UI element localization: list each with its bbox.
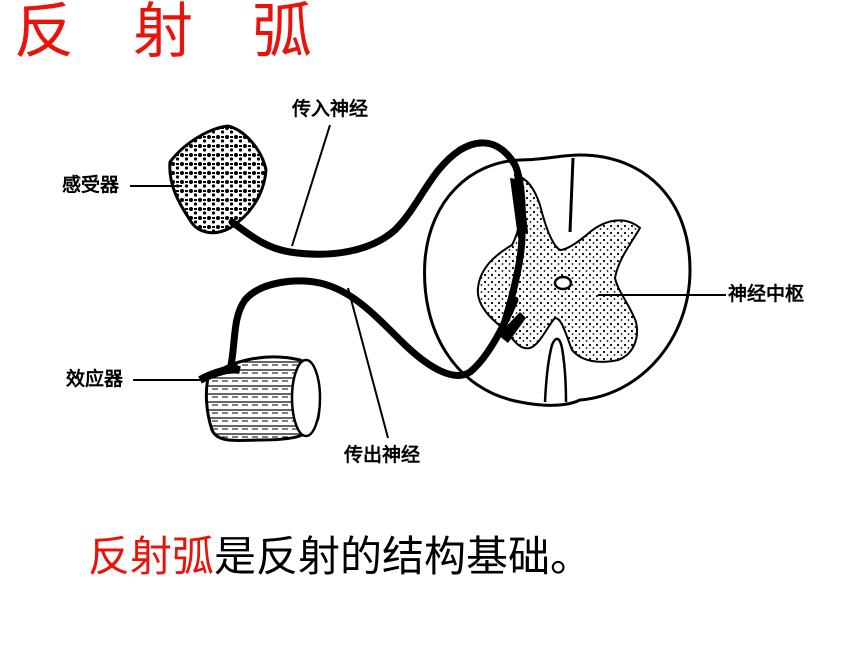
afferent-nerve-label: 传入神经	[292, 98, 369, 120]
efferent-nerve-label: 传出神经	[344, 444, 421, 466]
caption: 反射弧是反射的结构基础。	[88, 532, 592, 582]
effector	[198, 355, 322, 443]
effector-label: 效应器	[66, 368, 124, 390]
afferent-nerve-path	[228, 139, 526, 334]
leader-lines	[130, 124, 726, 439]
nerve-center-label: 神经中枢	[728, 283, 805, 305]
spinal-cord-section	[423, 153, 692, 407]
receptor	[168, 124, 268, 235]
efferent-nerve-path	[226, 277, 519, 379]
receptor-label: 感受器	[62, 174, 120, 196]
caption-highlight: 反射弧	[88, 532, 215, 581]
caption-text: 是反射的结构基础。	[214, 532, 593, 581]
slide-title: 反 射 弧	[14, 0, 333, 67]
